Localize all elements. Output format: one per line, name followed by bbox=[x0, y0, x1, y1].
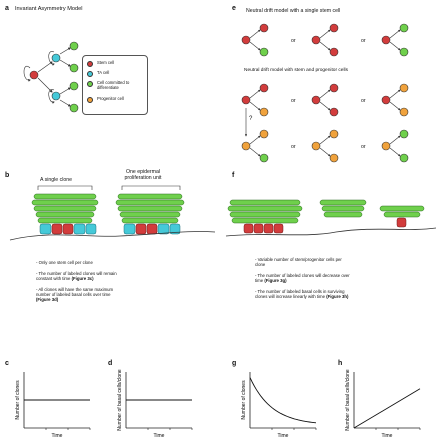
chart-h: Time Number of basal cells/clone bbox=[345, 369, 421, 439]
x-axis-label: Time bbox=[154, 433, 165, 439]
committed-cell-circle bbox=[69, 63, 79, 73]
chart-c: Time Number of clones bbox=[15, 372, 91, 439]
x-axis-label: Time bbox=[52, 433, 63, 439]
stem-cell-icon bbox=[87, 61, 93, 67]
committed-cell-circle bbox=[69, 103, 79, 113]
panel-a-lineage-diagram bbox=[23, 41, 79, 113]
panel-b-epidermis-diagram bbox=[9, 185, 216, 241]
panel-h-label: h bbox=[338, 360, 343, 367]
panel-e-title-1: Neutral drift model with a single stem c… bbox=[246, 8, 341, 14]
epu-label: One epidermal proliferation unit bbox=[124, 169, 162, 181]
series-line bbox=[353, 388, 421, 429]
or-label: or bbox=[291, 144, 296, 150]
panel-f-label: f bbox=[232, 172, 235, 179]
or-label: or bbox=[361, 144, 366, 150]
committed-cell-circle bbox=[69, 81, 79, 91]
committed-cell-circle bbox=[69, 41, 79, 51]
panel-e-label: e bbox=[232, 5, 236, 12]
cell-type-legend: Stem cell TA cell Cell committed to diff… bbox=[82, 55, 148, 115]
y-axis-label: Number of clones bbox=[241, 380, 247, 420]
y-axis-label: Number of basal cells/clone bbox=[345, 369, 351, 431]
x-axis-label: Time bbox=[278, 433, 289, 439]
or-label: or bbox=[361, 98, 366, 104]
committed-cell-icon bbox=[87, 81, 93, 87]
panel-f-epidermis-diagram bbox=[225, 199, 437, 237]
y-axis-label: Number of basal cells/clone bbox=[117, 369, 123, 431]
panel-c-label: c bbox=[5, 360, 9, 367]
progenitor-cell-icon bbox=[87, 97, 93, 103]
panel-e-diagram bbox=[241, 23, 409, 163]
ta-cell-circle bbox=[51, 91, 61, 101]
single-clone-label: A single clone bbox=[40, 177, 73, 183]
panel-d-label: d bbox=[108, 360, 113, 367]
panel-b-label: b bbox=[5, 172, 10, 179]
chart-g: Time Number of clones bbox=[241, 372, 317, 439]
question-mark: ? bbox=[249, 116, 253, 122]
panel-g-label: g bbox=[232, 360, 237, 367]
stem-cell-circle bbox=[29, 70, 39, 80]
ta-cell-circle bbox=[51, 53, 61, 63]
panel-f-bullets: - Variable number of stem/progenitor cel… bbox=[255, 257, 350, 299]
ta-cell-icon bbox=[87, 71, 93, 77]
panel-a-title: Invariant Asymmetry Model bbox=[15, 6, 83, 12]
x-axis-label: Time bbox=[382, 433, 393, 439]
series-line bbox=[249, 377, 317, 424]
or-label: or bbox=[291, 98, 296, 104]
panel-b-bullets: - Only one stem cell per clone - The num… bbox=[36, 260, 117, 302]
or-label: or bbox=[291, 38, 296, 44]
chart-d: Time Number of basal cells/clone bbox=[117, 369, 193, 439]
panel-a-label: a bbox=[5, 5, 9, 12]
y-axis-label: Number of clones bbox=[15, 380, 21, 420]
panel-e-title-2: Neutral drift model with stem and progen… bbox=[244, 68, 348, 73]
or-label: or bbox=[361, 38, 366, 44]
